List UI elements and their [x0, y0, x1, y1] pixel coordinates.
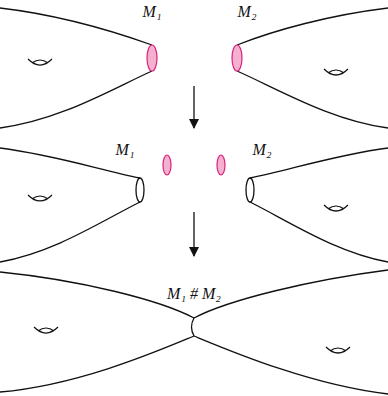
down-arrow: [193, 86, 194, 128]
removed-disk: [232, 45, 242, 71]
down-arrow: [193, 212, 194, 256]
neck-circle: [192, 318, 195, 336]
handle-symbol: [324, 69, 348, 75]
handle-symbol: [28, 59, 52, 65]
removed-disk: [217, 155, 225, 175]
surface-edge: [0, 71, 152, 128]
manifold-label: M₂: [253, 141, 272, 159]
manifold-label: M₁: [116, 141, 135, 159]
manifold-label: M₂: [238, 3, 257, 21]
manifold-label: M₁ # M₂: [167, 285, 221, 303]
boundary-circle: [136, 178, 144, 202]
surface-edge: [237, 71, 388, 128]
handle-symbol: [326, 347, 350, 353]
surface-edge: [0, 336, 388, 394]
handle-symbol: [324, 205, 348, 211]
removed-disk: [147, 45, 157, 71]
surface-edge: [237, 8, 388, 45]
surface-edge: [0, 270, 388, 318]
boundary-circle: [246, 178, 254, 202]
removed-disk: [163, 155, 171, 175]
handle-symbol: [28, 195, 52, 201]
surface-edge: [250, 202, 388, 262]
manifold-label: M₁: [143, 3, 162, 21]
surface-edge: [0, 202, 140, 262]
surface-edge: [0, 8, 152, 45]
handle-symbol: [34, 327, 58, 333]
